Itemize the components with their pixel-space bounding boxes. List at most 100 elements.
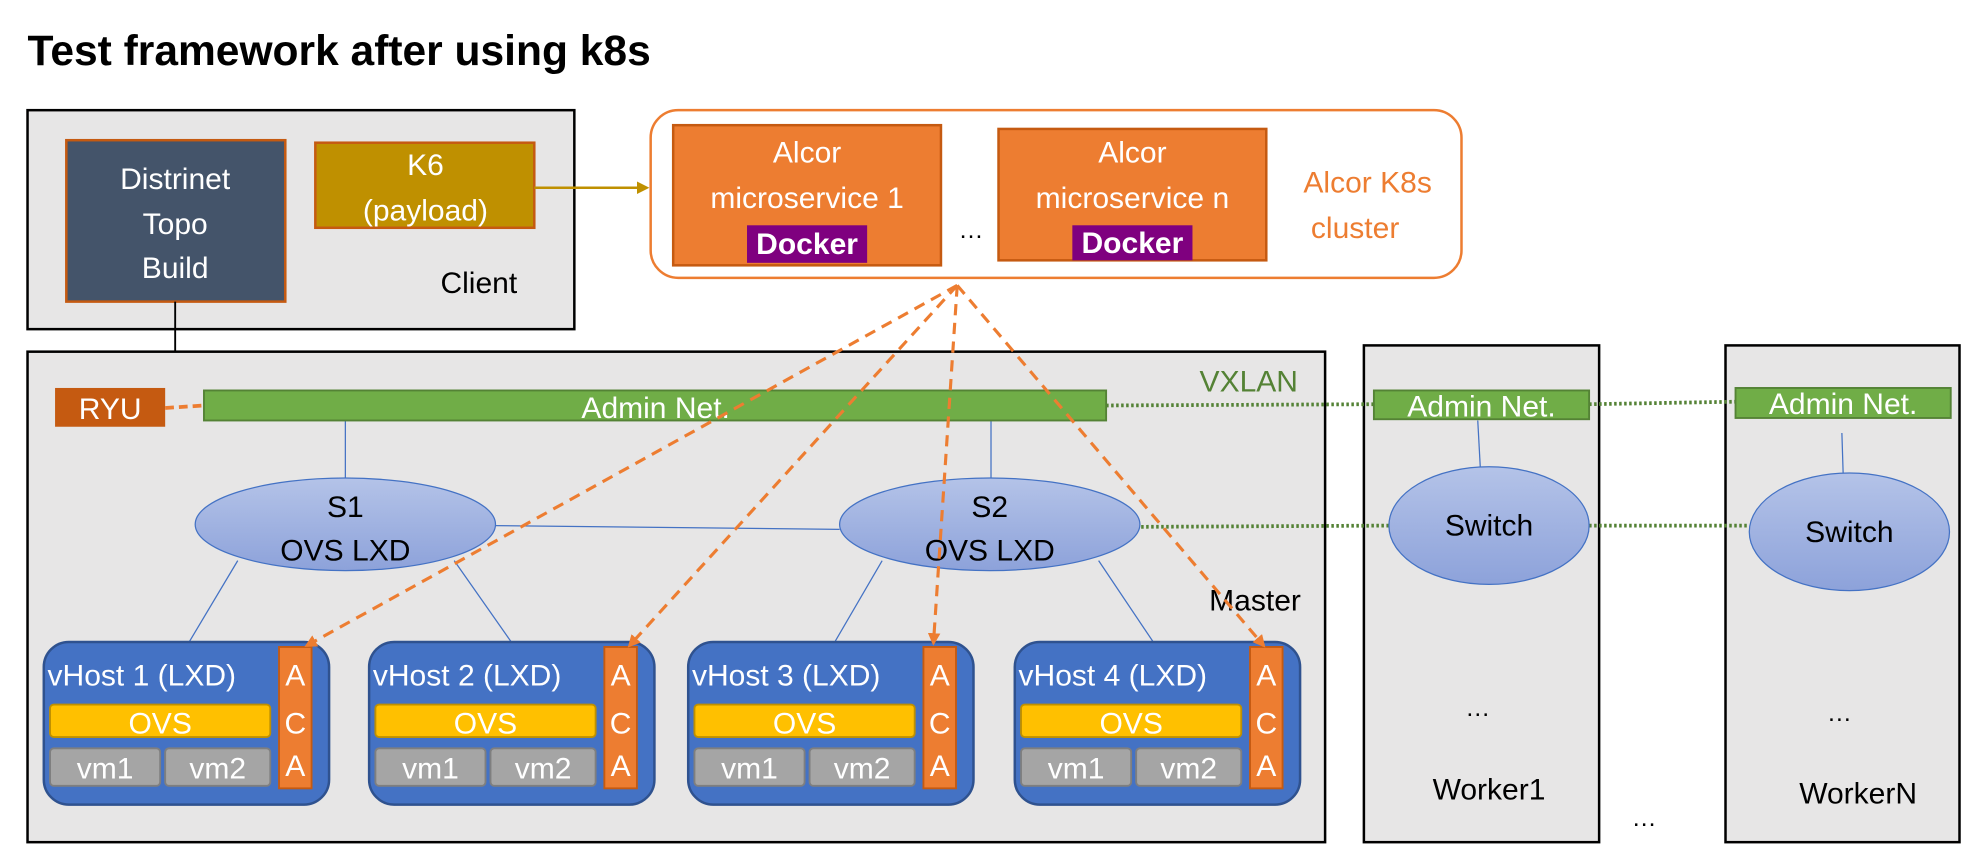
vm-label: vm2 — [189, 752, 246, 785]
aca-letter: A — [1256, 660, 1276, 693]
distrinet-label: Topo — [143, 208, 208, 241]
worker1-admin-net — [1372, 389, 1591, 421]
aca-letter: C — [284, 707, 306, 740]
switch-label: Switch — [1445, 510, 1533, 543]
vhost-3: vHost 3 (LXD) OVS vm1 vm2 ACA — [686, 640, 975, 806]
vm-box — [489, 747, 597, 787]
aca-strip — [1249, 646, 1284, 790]
vm-box — [374, 747, 487, 787]
vhost-2: vHost 2 (LXD) OVS vm1 vm2 ACA — [367, 640, 656, 806]
alcor-k8s-cluster: Alcor microservice 1 Docker … Alcor micr… — [649, 108, 1463, 280]
vhost-label: vHost 2 (LXD) — [373, 660, 561, 693]
switch-name: S1 — [327, 491, 364, 524]
cluster-label: Alcor K8s — [1303, 167, 1431, 200]
aca-letter: A — [285, 750, 305, 783]
aca-letter: A — [285, 660, 305, 693]
vm-label: vm2 — [515, 752, 572, 785]
worker-label: WorkerN — [1799, 777, 1917, 810]
switch-s1 — [194, 477, 497, 572]
admin-net-label: Admin Net. — [1769, 388, 1917, 421]
vhost-4: vHost 4 (LXD) OVS vm1 vm2 ACA — [1013, 640, 1302, 806]
vm-box — [808, 747, 916, 787]
vhost-label: vHost 3 (LXD) — [692, 660, 880, 693]
vm-box — [49, 747, 162, 787]
admin-net-label: Admin Net. — [581, 392, 729, 425]
worker1-switch — [1388, 466, 1590, 586]
aca-strip — [922, 646, 957, 790]
vm-label: vm2 — [1160, 752, 1217, 785]
switch-type: OVS LXD — [925, 535, 1055, 568]
vm-label: vm1 — [721, 752, 778, 785]
ryu-box — [55, 387, 166, 427]
workerN-admin-net — [1734, 387, 1952, 419]
vxlan-links — [1106, 399, 1750, 529]
ryu-label: RYU — [79, 393, 142, 426]
cluster-label: cluster — [1311, 212, 1399, 245]
vm-box — [1135, 747, 1243, 787]
client-label: Client — [440, 267, 517, 300]
vm-label: vm2 — [834, 752, 891, 785]
vm-box — [164, 747, 272, 787]
ovs-label: OVS — [454, 707, 517, 740]
worker-ellipsis: … — [1465, 694, 1490, 722]
microservice-n: Alcor microservice n Docker — [997, 127, 1268, 262]
microservice-label: Alcor — [1098, 137, 1166, 170]
ovs-box — [49, 703, 272, 738]
admin-net-bar — [203, 389, 1108, 422]
aca-letter: A — [611, 750, 631, 783]
workerN-box — [1724, 344, 1961, 844]
aca-letter: A — [930, 660, 950, 693]
vm-label: vm1 — [402, 752, 459, 785]
vm-box — [1020, 747, 1133, 787]
ovs-box — [1020, 703, 1243, 738]
aca-letter: C — [1255, 707, 1277, 740]
microservice-label: microservice 1 — [710, 182, 903, 215]
aca-letter: A — [611, 660, 631, 693]
worker-ellipsis: … — [1827, 699, 1852, 727]
ovs-box — [374, 703, 597, 738]
switch-type: OVS LXD — [280, 535, 410, 568]
distrinet-box — [65, 138, 287, 303]
microservice-ellipsis: … — [958, 216, 983, 244]
aca-letter: C — [610, 707, 632, 740]
vm-label: vm1 — [77, 752, 134, 785]
vm-box — [693, 747, 806, 787]
workers-ellipsis: … — [1632, 804, 1657, 832]
microservice-label: microservice n — [1036, 182, 1229, 215]
aca-letter: A — [930, 750, 950, 783]
aca-strip — [603, 646, 638, 790]
aca-strip — [278, 646, 313, 790]
microservice-1: Alcor microservice 1 Docker — [671, 123, 943, 267]
ryu-link — [165, 403, 205, 410]
vhost-label: vHost 4 (LXD) — [1019, 660, 1207, 693]
links — [187, 415, 1844, 645]
client-box: Distrinet Topo Build K6 (payload) Client — [26, 108, 576, 331]
docker-badge: Docker — [756, 228, 858, 261]
k6-label: (payload) — [363, 194, 488, 227]
switch-label: Switch — [1805, 516, 1893, 549]
microservice-label: Alcor — [773, 137, 841, 170]
ovs-label: OVS — [773, 707, 836, 740]
k6-label: K6 — [407, 149, 444, 182]
switch-name: S2 — [971, 491, 1008, 524]
worker1-box — [1362, 344, 1601, 844]
ovs-label: OVS — [1099, 707, 1162, 740]
worker-label: Worker1 — [1433, 774, 1546, 807]
ovs-box — [693, 703, 916, 738]
vm-label: vm1 — [1048, 752, 1105, 785]
docker-badge: Docker — [1082, 227, 1184, 260]
distrinet-label: Build — [142, 252, 209, 285]
cluster-to-aca-arrows — [304, 283, 1266, 648]
workerN-switch — [1748, 472, 1951, 592]
admin-net-label: Admin Net. — [1407, 391, 1555, 424]
switch-s2 — [838, 477, 1141, 572]
k6-box — [314, 141, 536, 230]
vhost-label: vHost 1 (LXD) — [48, 660, 236, 693]
aca-letter: C — [929, 707, 951, 740]
aca-letter: A — [1256, 750, 1276, 783]
distrinet-label: Distrinet — [120, 163, 231, 196]
page-title: Test framework after using k8s — [28, 27, 651, 75]
